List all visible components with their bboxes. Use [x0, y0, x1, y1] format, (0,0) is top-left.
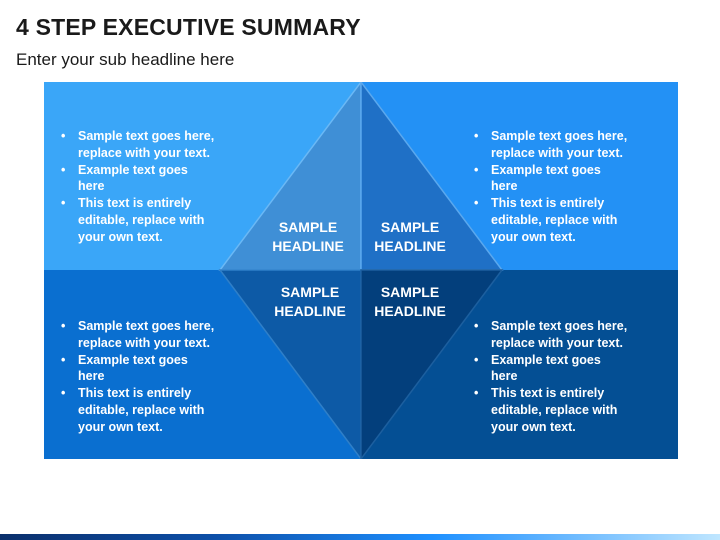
headline-top-right: SAMPLE HEADLINE [374, 219, 446, 254]
headline-bottom-left: SAMPLE HEADLINE [274, 284, 346, 319]
list-item: This text is entirely editable, replace … [468, 195, 628, 245]
page-subtitle: Enter your sub headline here [16, 50, 235, 69]
list-item: Sample text goes here, replace with your… [55, 128, 215, 162]
bullet-list-top-right: Sample text goes here, replace with your… [468, 128, 628, 246]
page-title: 4 STEP EXECUTIVE SUMMARY [16, 14, 361, 40]
list-item: This text is entirely editable, replace … [55, 195, 215, 245]
executive-summary-diagram: Sample text goes here, replace with your… [44, 82, 678, 459]
bullet-list-bottom-right: Sample text goes here, replace with your… [468, 318, 628, 436]
list-item: This text is entirely editable, replace … [55, 385, 215, 435]
bullet-list-top-left: Sample text goes here, replace with your… [55, 128, 215, 246]
list-item: Example text goes here [55, 352, 215, 386]
diamond-bottom-right [360, 269, 504, 459]
list-item: This text is entirely editable, replace … [468, 385, 628, 435]
list-item: Sample text goes here, replace with your… [55, 318, 215, 352]
headline-top-left: SAMPLE HEADLINE [272, 219, 344, 254]
list-item: Sample text goes here, replace with your… [468, 128, 628, 162]
list-item: Example text goes here [55, 162, 215, 196]
headline-bottom-right: SAMPLE HEADLINE [374, 284, 446, 319]
list-item: Sample text goes here, replace with your… [468, 318, 628, 352]
bottom-accent-bar [0, 534, 720, 540]
list-item: Example text goes here [468, 352, 628, 386]
list-item: Example text goes here [468, 162, 628, 196]
bullet-list-bottom-left: Sample text goes here, replace with your… [55, 318, 215, 436]
